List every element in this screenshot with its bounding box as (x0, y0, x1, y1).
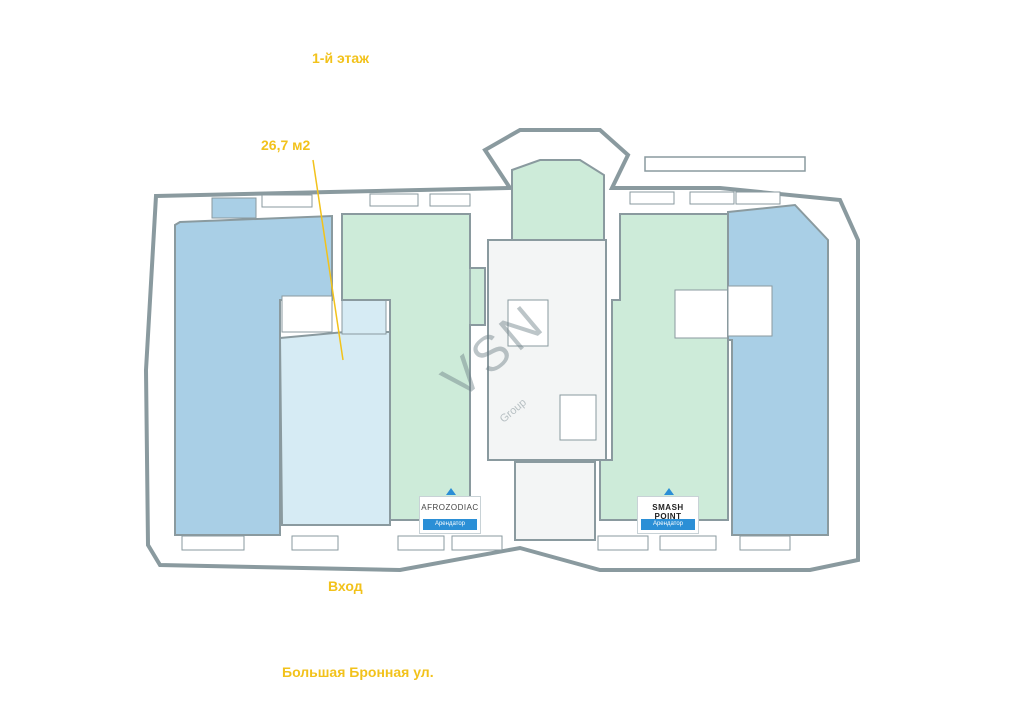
front-windows (181, 535, 791, 551)
tenant-name: AFROZODIAC (421, 503, 479, 512)
tenant-badge-smash-point: SMASH POINT Арендатор (637, 488, 699, 534)
marker-triangle-icon (446, 488, 456, 495)
area-pointer-line (312, 159, 344, 361)
tenant-name: SMASH POINT (652, 503, 684, 521)
rear-windows (261, 191, 781, 208)
wc-small-right (341, 299, 387, 335)
tenant-badge-afrozodiac: AFROZODIAC Арендатор (419, 488, 481, 534)
room-right-blue (727, 203, 829, 536)
wc-right-b (727, 285, 773, 337)
tenant-role: Арендатор (641, 519, 695, 530)
floor-label: 1-й этаж (312, 50, 370, 66)
marker-triangle-icon (664, 488, 674, 495)
tenant-role: Арендатор (423, 519, 477, 530)
stair-flight (559, 394, 597, 441)
wc-small-left (281, 295, 333, 333)
entrance-hall (514, 461, 596, 541)
entrance-label: Вход (328, 578, 363, 594)
balcony (644, 156, 806, 172)
room-right-green (599, 213, 729, 521)
window-recess (211, 197, 257, 219)
street-label: Большая Бронная ул. (282, 664, 434, 680)
elevator (507, 299, 549, 347)
wc-right-a (674, 289, 731, 339)
room-highlighted-unit (278, 331, 391, 526)
partitions (279, 268, 613, 535)
area-label: 26,7 м2 (261, 137, 311, 153)
